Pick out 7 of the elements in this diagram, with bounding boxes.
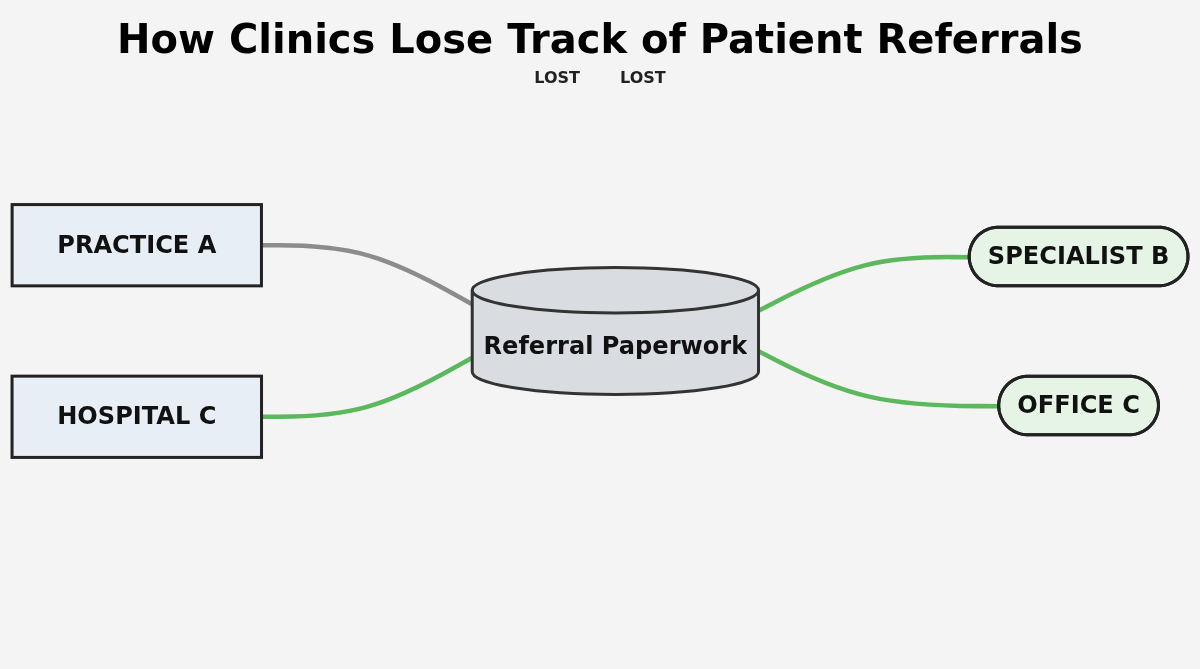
node-box: PRACTICE A	[10, 203, 263, 288]
lost-label: LOST	[620, 68, 666, 87]
connector	[757, 254, 970, 313]
title: How Clinics Lose Track of Patient Referrals	[116, 16, 1084, 62]
connector	[757, 349, 1000, 409]
node-box: HOSPITAL C	[10, 374, 264, 459]
lost-label: LOST	[534, 68, 580, 87]
